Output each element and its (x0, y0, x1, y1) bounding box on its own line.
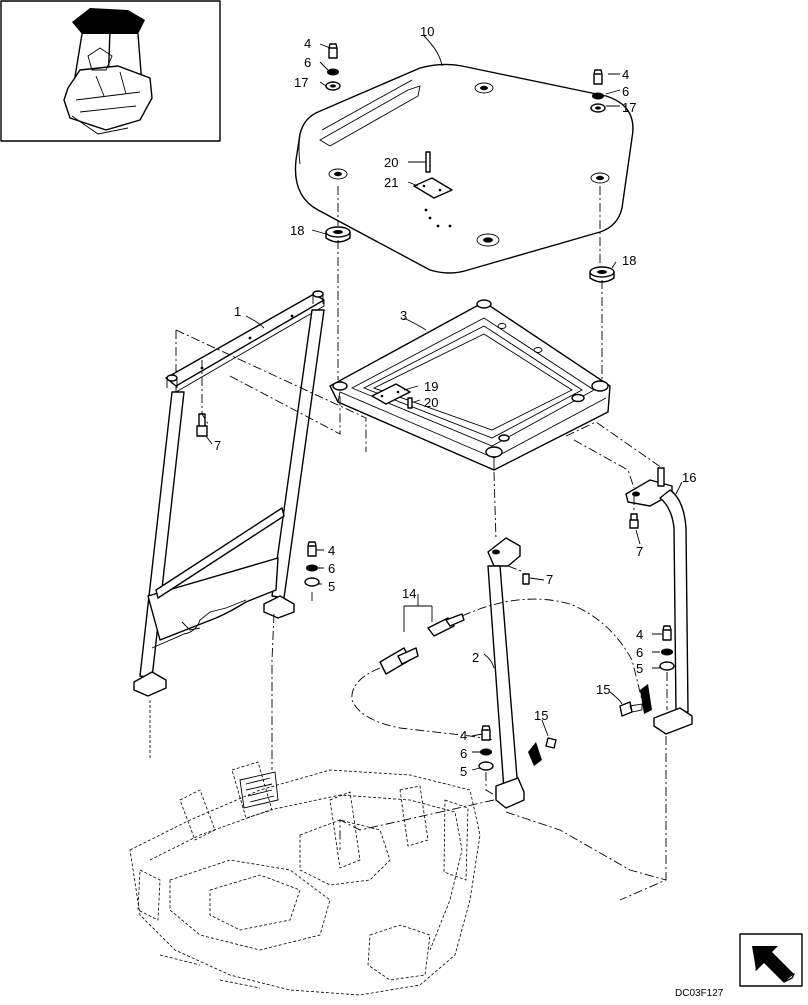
callout-5: 5 (460, 764, 467, 779)
callout-5: 5 (636, 661, 643, 676)
roof-panel (294, 63, 634, 274)
seat-belt-assembly (351, 598, 652, 766)
callout-19: 19 (424, 379, 438, 394)
assembly-center-lines (149, 186, 668, 901)
hardware-stack-left-post (478, 725, 494, 771)
machine-frame-outline (129, 761, 481, 996)
callout-6: 6 (636, 645, 643, 660)
callout-21: 21 (384, 175, 398, 190)
callout-1: 1 (234, 304, 241, 319)
mounting-bolts (196, 413, 639, 585)
callout-7: 7 (636, 544, 643, 559)
callout-18: 18 (622, 253, 636, 268)
callout-7: 7 (214, 438, 221, 453)
rear-post-left (487, 537, 525, 809)
callout-15: 15 (596, 682, 610, 697)
callout-20: 20 (424, 395, 438, 410)
hardware-stack-front (304, 541, 320, 587)
callout-4: 4 (304, 36, 311, 51)
callout-14: 14 (402, 586, 416, 601)
callout-10: 10 (420, 24, 434, 39)
seat-belt-bolts (545, 701, 643, 749)
callout-leaders (205, 35, 683, 771)
callout-4: 4 (622, 67, 629, 82)
hardware-stack-roof-left (325, 43, 341, 91)
callout-17: 17 (622, 100, 636, 115)
roof-frame (329, 299, 611, 471)
callout-7: 7 (546, 572, 553, 587)
rear-post-right (625, 467, 693, 735)
drawing-code: DC03F127 (675, 988, 724, 999)
callout-18: 18 (290, 223, 304, 238)
roof-screw (425, 151, 431, 173)
callout-6: 6 (460, 746, 467, 761)
callout-17: 17 (294, 75, 308, 90)
callout-4: 4 (460, 728, 467, 743)
machine-cab-thumbnail-icon[interactable] (0, 0, 221, 142)
callout-6: 6 (304, 55, 311, 70)
rubber-mount-left (325, 226, 351, 243)
rubber-mount-right (589, 266, 615, 283)
callout-6: 6 (622, 84, 629, 99)
next-page-arrow-icon[interactable] (739, 933, 803, 987)
callout-3: 3 (400, 308, 407, 323)
callout-4: 4 (328, 543, 335, 558)
callout-5: 5 (328, 579, 335, 594)
hardware-stack-right-post (659, 625, 675, 671)
callout-4: 4 (636, 627, 643, 642)
callout-15: 15 (534, 708, 548, 723)
callout-20: 20 (384, 155, 398, 170)
callout-6: 6 (328, 561, 335, 576)
callout-labels: 10 4 6 17 4 6 17 20 21 18 18 1 3 19 20 7… (214, 24, 696, 779)
front-rops-frame (133, 290, 325, 697)
callout-16: 16 (682, 470, 696, 485)
callout-2: 2 (472, 650, 479, 665)
hardware-stack-roof-right (590, 69, 606, 113)
